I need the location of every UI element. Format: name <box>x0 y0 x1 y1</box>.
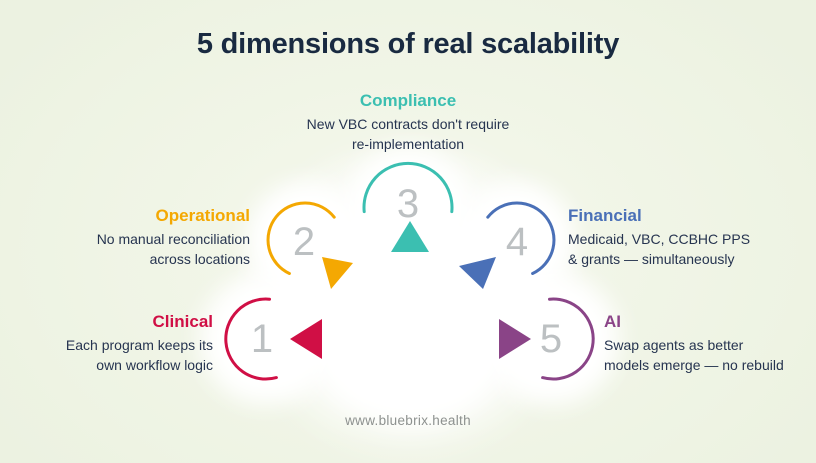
label-financial-title: Financial <box>568 206 642 225</box>
label-block-clinical: Clinical Each program keeps its own work… <box>66 311 213 375</box>
label-clinical-line-1: Each program keeps its <box>65 337 213 353</box>
triangle-1-clinical <box>290 319 322 359</box>
number-3: 3 <box>397 182 419 226</box>
label-financial-line-1: Medicaid, VBC, CCBHC PPS <box>568 231 751 247</box>
number-2: 2 <box>293 220 315 264</box>
arc-3-compliance <box>362 161 454 214</box>
arc-1-clinical <box>224 297 278 381</box>
label-block-operational: Operational No manual reconciliation acr… <box>97 205 250 269</box>
label-operational-line-2: across locations <box>149 251 250 267</box>
label-financial-line-2: & grants — simultaneously <box>568 251 735 267</box>
label-operational-line-1: No manual reconciliation <box>96 231 250 247</box>
label-block-ai: AI Swap agents as better models emerge —… <box>604 311 784 375</box>
arc-2-operational <box>266 201 336 275</box>
triangle-3-compliance <box>391 221 429 252</box>
number-1: 1 <box>251 317 273 361</box>
arc-4-financial <box>486 201 556 275</box>
number-4: 4 <box>506 220 528 264</box>
label-compliance-line-1: New VBC contracts don't require <box>306 116 510 132</box>
label-block-compliance: Compliance New VBC contracts don't requi… <box>238 90 578 154</box>
petal-glow-2 <box>247 182 363 298</box>
label-clinical-line-2: own workflow logic <box>96 357 213 373</box>
label-clinical-title: Clinical <box>152 312 213 331</box>
label-block-financial: Financial Medicaid, VBC, CCBHC PPS & gra… <box>568 205 750 269</box>
label-ai-line-1: Swap agents as better <box>604 337 744 353</box>
label-ai-line-2: models emerge — no rebuild <box>604 357 784 373</box>
page-title: 5 dimensions of real scalability <box>196 28 620 60</box>
label-compliance-line-2: re-implementation <box>351 136 465 152</box>
label-compliance-title: Compliance <box>359 91 457 110</box>
triangle-5-ai <box>499 319 531 359</box>
label-ai-title: AI <box>604 312 621 331</box>
triangle-4-financial <box>459 257 496 289</box>
arc-5-ai <box>541 297 595 381</box>
label-operational-title: Operational <box>155 206 250 225</box>
number-5: 5 <box>540 317 562 361</box>
triangle-2-operational <box>322 257 353 289</box>
footer-website-url: www.bluebrix.health <box>345 413 471 428</box>
